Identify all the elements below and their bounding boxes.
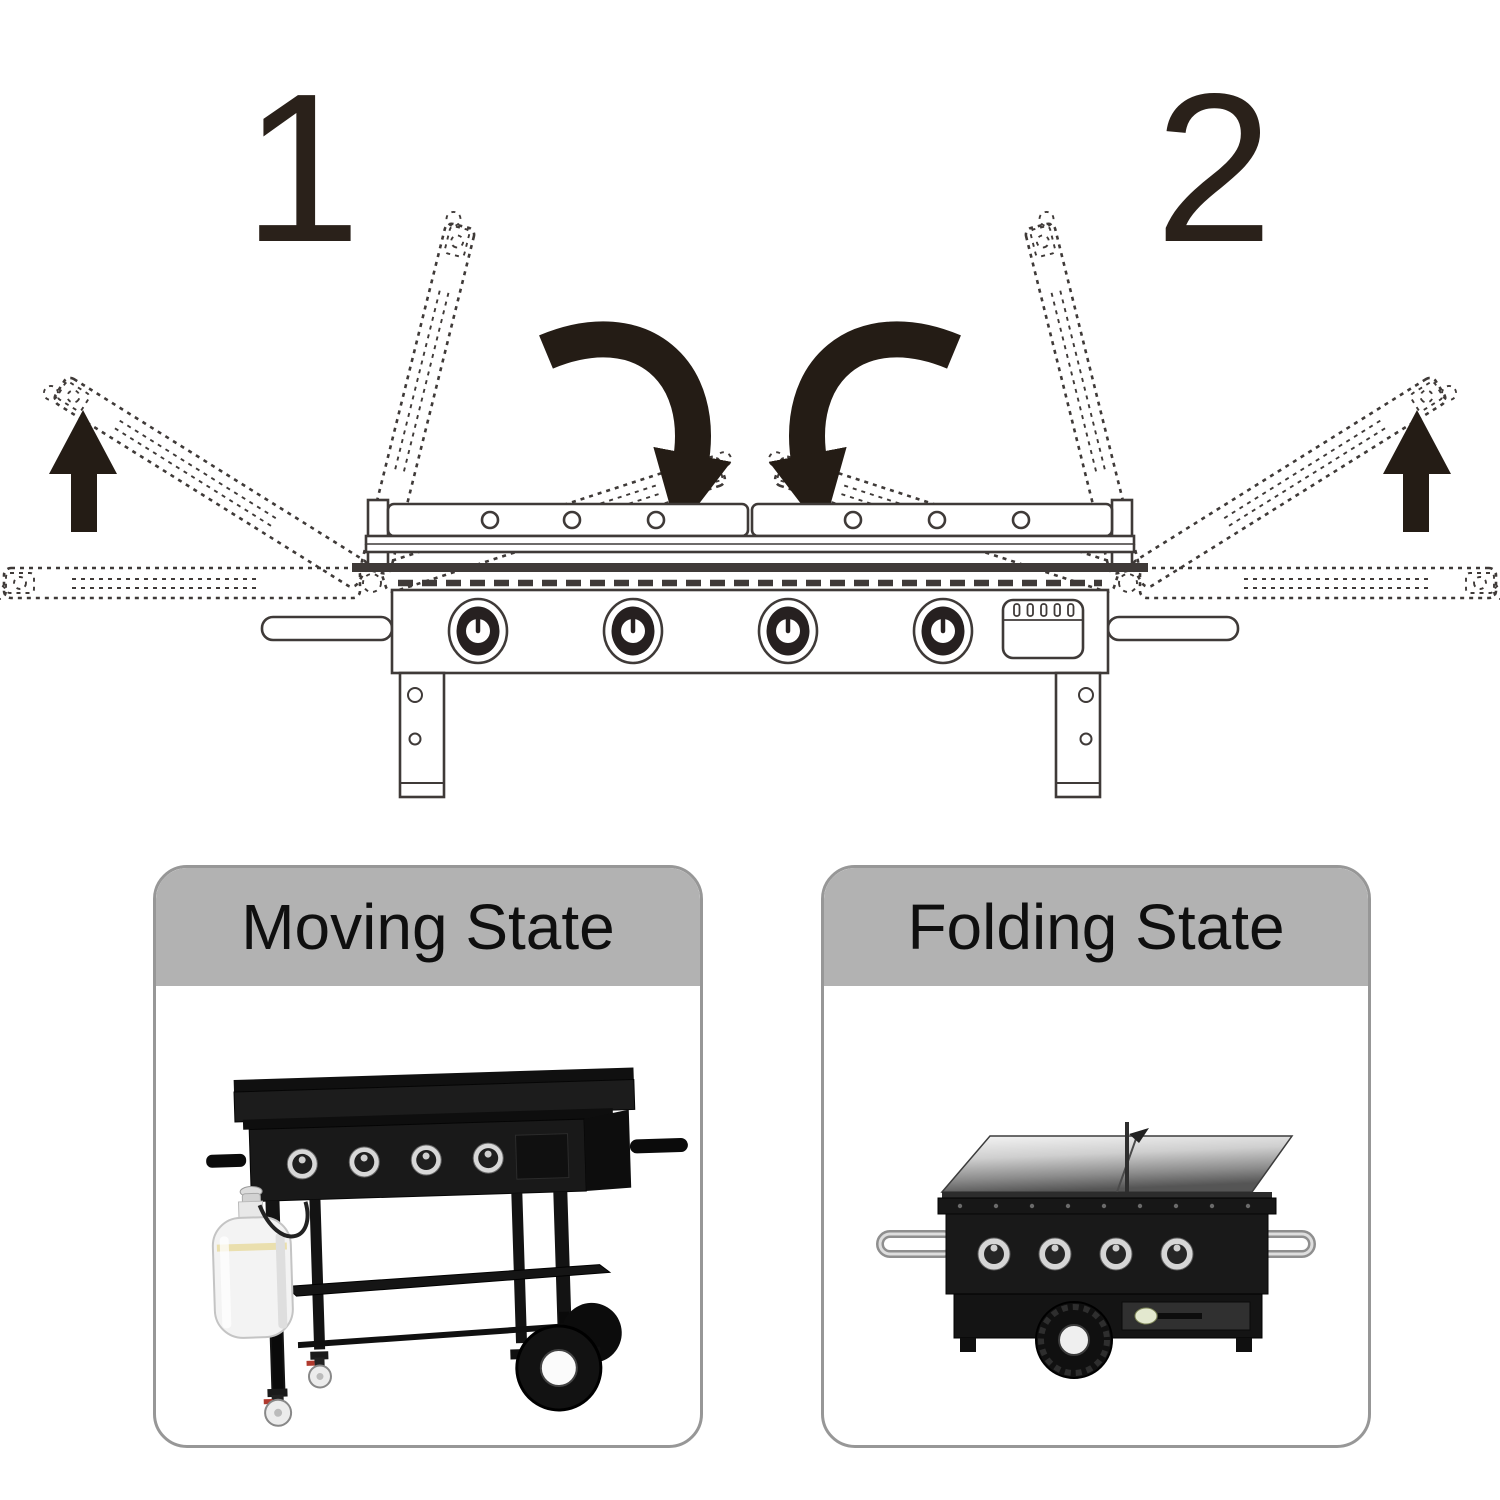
folding-diagram: 1 2 [0,0,1500,799]
moving-state-title: Moving State [241,891,615,963]
burner-knob [602,597,664,665]
dashed-leg-horizontal [0,566,362,601]
moving-state-grill-illustration [206,1067,688,1427]
carry-handle-left [876,1230,958,1258]
burner-knob [912,597,974,665]
folding-state-photo [824,986,1368,1445]
folded-lid [940,1135,1294,1193]
regulator [1134,1307,1158,1325]
front-panel [390,588,1110,675]
grill-knobs [286,1142,504,1180]
side-handle-right [1106,615,1240,642]
folding-state-header: Folding State [824,868,1368,986]
ignition-plate [514,1133,570,1180]
lid-front-edge [942,1192,1272,1198]
handle-left [206,1153,247,1168]
foot-right [1236,1338,1252,1352]
griddle-plate-holes [480,510,1031,530]
burner-knob [447,597,509,665]
step1-fold-sequence [0,209,740,601]
gas-pipe [1158,1313,1202,1319]
burner-knob [757,597,819,665]
grill-knobs [977,1237,1194,1271]
fixed-leg-right [1054,671,1102,799]
control-box [1001,598,1085,660]
up-arrow-icon [49,410,117,532]
leg-hinge-point [362,573,382,593]
moving-state-card: Moving State [153,865,703,1448]
moving-state-header: Moving State [156,868,700,986]
fixed-leg-left [398,671,446,799]
folding-state-grill-illustration [876,1122,1316,1379]
moving-state-photo [156,986,700,1445]
propane-tank [211,1186,310,1339]
rivet-band [937,1197,1277,1215]
side-handle-left [260,615,394,642]
burner-knobs [447,597,974,665]
step-2-label: 2 [1155,49,1273,286]
grill-body-line-drawing [260,498,1240,799]
foot-left [960,1338,976,1352]
cross-rail [297,1320,608,1349]
curved-fold-arrow-icon [539,321,732,533]
side-panel [584,1109,632,1192]
folding-state-title: Folding State [907,891,1285,963]
locking-caster-rear [306,1351,332,1389]
step-1-label: 1 [243,49,361,286]
frame-bar [352,563,1148,572]
folding-diagram-line-art [0,0,1500,799]
latch-handle [1129,1128,1149,1143]
wheel-hub [539,1348,578,1387]
locking-caster-front [263,1388,293,1427]
gas-hose [257,1201,310,1239]
transport-wheel [1035,1301,1113,1379]
rivets [957,1203,1251,1209]
latch-rod [1125,1122,1129,1194]
push-handle-right [629,1138,688,1154]
tray-lip [242,1108,614,1130]
folding-state-card: Folding State [821,865,1371,1448]
